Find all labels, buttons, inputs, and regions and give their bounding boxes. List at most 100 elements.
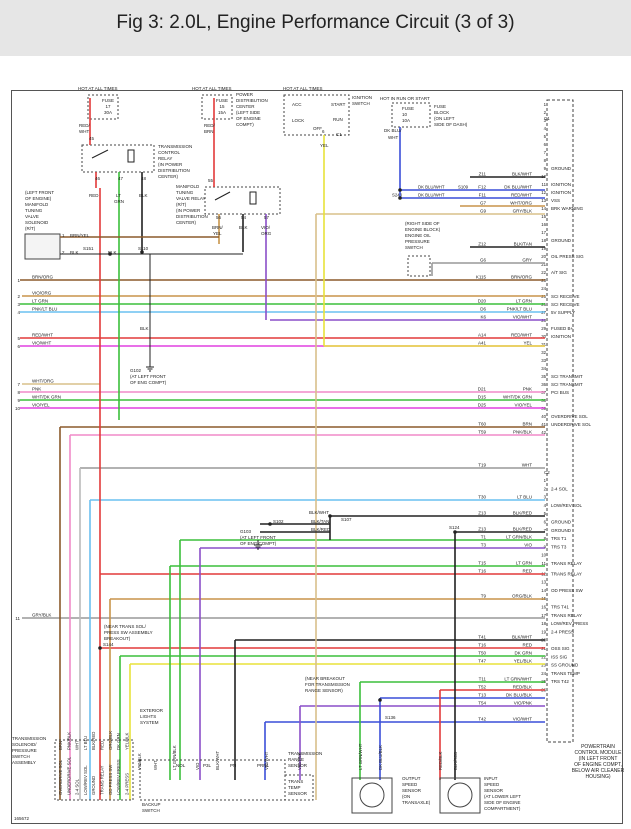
oil-switch-label: (RIGHT SIDE OF <box>405 221 440 226</box>
pcm-pin-label: TRS T3 <box>551 544 567 549</box>
pcm-pin-number: 7 <box>544 150 547 155</box>
pcm-pin-number: 2 <box>544 486 547 491</box>
tsps-wire-label: BRN <box>58 741 63 750</box>
wire-annotation: 2 <box>62 250 65 255</box>
iss-label: COMPARTMENT) <box>484 806 521 811</box>
pcm-pin-number: 16 <box>541 222 546 227</box>
left-terminal-number: 2 <box>17 294 20 299</box>
pcm-pin-label: OD PRESS SW <box>551 588 584 593</box>
wire-annotation: WHT <box>79 129 89 134</box>
fuse-15 <box>201 94 233 120</box>
circuit-id: T16 <box>478 643 486 648</box>
splice-dot <box>108 252 112 256</box>
wire-color-label: GRY/BLK <box>513 209 532 214</box>
pcm-pin-label: TRS T41 <box>551 605 569 610</box>
pcm-pin-number: 6 <box>544 520 547 525</box>
pcm-pin-label: IGNITION <box>551 334 571 339</box>
pcm-pin-label: ISS SIG <box>551 654 568 659</box>
pdc-note: COMPT) <box>236 122 254 127</box>
pcm-pin-number: 29 <box>541 326 546 331</box>
circuit-id: D20 <box>478 299 487 304</box>
pcm-pin-number: 17 <box>541 613 546 618</box>
tsps-pin-label: 2-4 SOL <box>75 778 80 795</box>
wire-color-label: VIO/YEL <box>514 403 532 408</box>
left-terminal-number: 4 <box>17 310 20 315</box>
oss-label: TRANSAXLE) <box>402 800 431 805</box>
mtv-solenoid-label: MANIFOLD <box>25 202 49 207</box>
tsps-wire-label: LT BLU <box>83 736 88 750</box>
wire-annotation: BRN <box>204 129 214 134</box>
iss-icon <box>447 782 473 808</box>
splice-dot <box>328 514 332 518</box>
tsps-label: ASSEMBLY <box>12 760 36 765</box>
circuit-id: D15 <box>478 395 487 400</box>
wire-color-label: DK BLU/BLK <box>506 693 532 698</box>
pcm-pin-number: 16 <box>541 605 546 610</box>
left-terminal-number: 6 <box>17 344 20 349</box>
wire-color-label: WHT/DK GRN <box>503 395 532 400</box>
tcr-label: TRANSMISSION <box>158 144 192 149</box>
mtv-solenoid-label: TUNING <box>25 208 43 213</box>
pcm-pin-number: 30 <box>541 334 546 339</box>
splice-dot <box>140 250 144 254</box>
pcm-pin-number: 13 <box>541 198 546 203</box>
pcm-pin-number: 9 <box>544 166 547 171</box>
wire-color-label: PNK <box>523 387 532 392</box>
pcm-pin-number: 8 <box>544 536 547 541</box>
wire-color-label: RED/BLK <box>513 685 532 690</box>
circuit-id: K115 <box>476 275 487 280</box>
fuse-15-text: FUSE <box>216 98 228 103</box>
pcm-pin-label: A/T SIG <box>551 270 567 275</box>
pdc-note: DISTRIBUTION <box>236 98 268 103</box>
pcm-pin-label: SCI TRANSMIT <box>551 374 583 379</box>
pcm-pin-label: OSS SIG <box>551 646 570 651</box>
wire-color-label: LT GRN <box>516 299 532 304</box>
pcm-label: CONTROL MODULE <box>574 750 622 756</box>
circuit-id: G7 <box>480 201 487 206</box>
g103-label: G103 <box>240 529 252 534</box>
pcm-pin-label: OVERDRIVE SOL <box>551 414 588 419</box>
oil-switch-label: ENGINE OIL <box>405 233 431 238</box>
wire-annotation: 1 <box>62 233 65 238</box>
oss-label: OUTPUT <box>402 776 421 781</box>
exterior-lights-label: EXTERIOR <box>140 708 164 713</box>
pcm-pin-label: 2-4 SOL <box>551 486 568 491</box>
breakout-note-trans: PRESS SW ASSEMBLY <box>104 630 153 635</box>
splice-dot <box>98 646 102 650</box>
wire-annotation: S144 <box>103 642 114 647</box>
wire-annotation: BLK <box>70 250 79 255</box>
figure-id: 165672 <box>14 816 30 821</box>
iss-label: SPEED <box>484 782 500 787</box>
left-terminal-number: 11 <box>15 616 20 621</box>
circuit-id: D21 <box>478 387 487 392</box>
trans-temp-sensor <box>284 774 314 801</box>
wire-color-label: DK GRN <box>514 651 532 656</box>
pcm-connector-c1: C1 <box>544 116 550 121</box>
pcm-pin-number: 3 <box>544 495 547 500</box>
wire-annotation: GRN <box>114 199 124 204</box>
pcm-pin-number: 23 <box>541 663 546 668</box>
bottom-wire-label: BLK/RED <box>453 752 458 770</box>
left-terminal-label: LT GRN <box>32 299 48 304</box>
pcm-pin-number: 17 <box>541 230 546 235</box>
pcm-pin-number: 40 <box>541 414 546 419</box>
fuse-block-note: SIDE OF DASH) <box>434 122 468 127</box>
wire-annotation: RED/ <box>204 123 216 128</box>
g103-label: OF ENG COMPT) <box>240 541 277 546</box>
ttemp-label: TEMP <box>288 785 301 790</box>
mtv-solenoid-label: VALVE <box>25 214 39 219</box>
pcm-pin-label: SCI RECEIVE <box>551 294 580 299</box>
tsps-pin-label: LOW/REV SOL <box>83 765 88 795</box>
circuit-id: F12 <box>478 185 486 190</box>
pcm-pin-number: 19 <box>541 629 546 634</box>
oss-label: SENSOR <box>402 788 422 793</box>
exterior-lights-label: LIGHTS <box>140 714 156 719</box>
tsps-label: PRESSURE <box>12 748 37 753</box>
wire-annotation: 6 <box>322 129 325 134</box>
breakout-note-trs: FOR TRANSMISSION <box>305 682 350 687</box>
pcm-pin-number: 15 <box>541 214 546 219</box>
fuse-10-text: 10A <box>402 118 410 123</box>
gear-position: PRNL <box>257 763 270 768</box>
mtv-solenoid-label: SOLENOID <box>25 220 49 225</box>
